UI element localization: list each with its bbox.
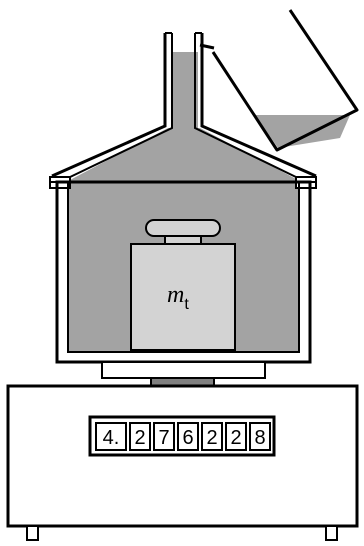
beaker-liquid <box>255 115 350 148</box>
beaker-outline <box>211 9 359 152</box>
display-digit: 2 <box>230 427 241 449</box>
funnel-neck <box>51 32 317 179</box>
display-digit-cell <box>225 422 247 451</box>
display-digit: 8 <box>254 427 265 449</box>
test-weight: mt <box>130 219 236 351</box>
stream-fill <box>172 52 198 128</box>
display-digit-cell <box>177 422 199 451</box>
display-digit: 4. <box>103 427 120 449</box>
balance-pan <box>101 361 266 389</box>
mass-label: mt <box>167 282 189 313</box>
funnel-liquid <box>70 128 298 180</box>
balance-base <box>6 384 359 541</box>
display-digit: 2 <box>134 427 145 449</box>
display-digit: 7 <box>158 427 169 449</box>
neck-right-inner <box>194 33 299 179</box>
display-digit: 2 <box>206 427 217 449</box>
display-digit: 6 <box>182 427 193 449</box>
neck-right-wall <box>200 33 317 178</box>
display-digit-cell <box>249 422 271 451</box>
liquid-stream <box>172 43 215 128</box>
weight-body <box>130 243 236 351</box>
base-foot-left <box>26 525 39 541</box>
display-digit-cell <box>153 422 175 451</box>
display-digit-cell <box>95 422 127 451</box>
base-foot-right <box>325 525 338 541</box>
weight-knob <box>145 219 221 237</box>
pouring-beaker <box>211 9 359 152</box>
display-digit-cell <box>201 422 223 451</box>
pan-plate <box>101 361 266 379</box>
neck-left-wall <box>51 33 167 178</box>
chamber-inner-wall <box>67 181 300 353</box>
neck-left-inner <box>67 33 173 179</box>
display-digit-cell <box>129 422 151 451</box>
